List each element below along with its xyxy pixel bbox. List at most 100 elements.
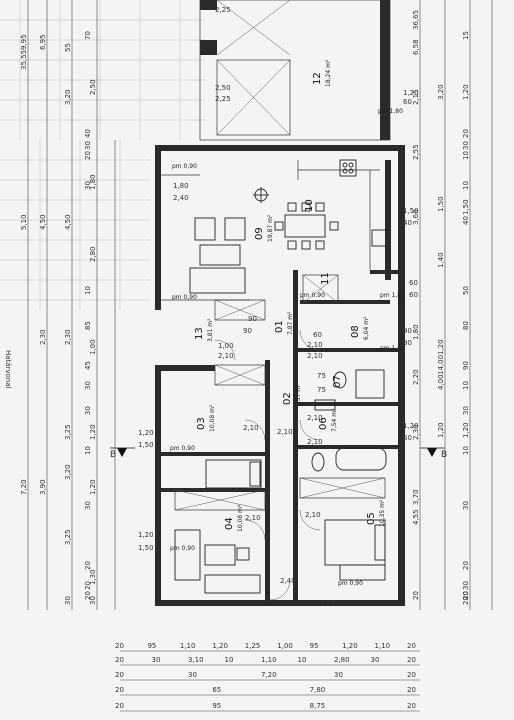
room-area: 19,87 m² [267,214,274,242]
room-number: 05 [366,512,377,525]
pm-label: pm 1,80 [380,292,405,299]
dimension-label: 95 [310,642,319,650]
opening-label: 2,10 [245,514,261,522]
dimension-label: 30 [188,671,197,679]
opening-label: 2,25 [215,95,231,103]
dimension-label: 3,60 [412,209,420,225]
room-number: 04 [224,517,235,530]
dimension-label: 50 [462,286,470,295]
dimension-label: 30 [462,406,470,415]
dimension-label: 14,00 [437,355,445,375]
dimension-label: 1,80 [89,174,97,190]
dimension-label: 45 [84,361,92,370]
dimension-label: 4,00 [437,374,445,390]
section-label-right: B [441,450,447,460]
dimension-label: 80 [462,321,470,330]
opening-label: 1,50 [403,207,419,215]
opening-label: 1,20 [138,531,154,539]
room-area: 10,35 m² [379,499,386,527]
dimension-label: 4,55 [412,509,420,525]
opening-label: 2,10 [218,352,234,360]
dimension-label: 9,95 [20,34,28,50]
dimension-label: 20 [115,656,124,664]
dimension-label: 30 [334,671,343,679]
dimension-label: 2,50 [89,79,97,95]
dimension-label: 20 [115,686,124,694]
dimension-label: 1,25 [245,642,261,650]
dimension-label: 7,20 [261,671,277,679]
room-number: 03 [196,417,207,430]
dimension-label: 20 [412,591,420,600]
dimension-label: 20 [84,581,92,590]
dimension-label: 1,20 [437,422,445,438]
dimension-label: 36,65 [412,10,420,30]
dimension-label: 20 [407,686,416,694]
opening-label: 2,10 [243,424,259,432]
dimension-label: 30 [462,141,470,150]
dimension-label: 30 [84,381,92,390]
dimension-labels: 35,559,955,107,206,954,502,303,90553,204… [20,10,470,710]
dimension-label: 8,75 [310,702,326,710]
opening-label: 1,50 [138,441,154,449]
dimension-label: 35,55 [20,50,28,70]
dimension-label: 10 [462,151,470,160]
dimension-label: 3,90 [39,479,47,495]
opening-label: 1,20 [403,422,419,430]
dimension-label: 1,20 [342,642,358,650]
room-area: 7,54 m² [331,408,338,432]
dimension-label: 3,20 [437,84,445,100]
dimension-label: 2,30 [39,329,47,345]
dimension-label: 20 [407,671,416,679]
dimension-label: 30 [84,501,92,510]
dimension-label: 10 [84,286,92,295]
room-area: 10,08 m² [209,404,216,432]
pm-label: pm 1,80 [380,345,405,352]
dimension-label: 30 [152,656,161,664]
opening-label: 2,10 [305,511,321,519]
outbuilding [199,0,391,141]
opening-label: 60 [403,434,412,442]
pm-label: pm 1,80 [378,108,403,115]
dimension-label: 1,80 [412,324,420,340]
dimension-label: 1,50 [462,199,470,215]
dimension-label: 70 [84,31,92,40]
dimension-label: 55 [64,43,72,52]
dimension-label: 2,20 [412,369,420,385]
opening-labels: 2,252,502,251,802,401,50401,002,102,102,… [138,6,419,607]
room-number: 11 [320,272,331,285]
dimension-label: 95 [147,642,156,650]
dimension-label: 10 [298,656,307,664]
dimension-label: 20 [407,702,416,710]
dimension-label: 6,95 [39,34,47,50]
opening-label: 2,50 [215,84,231,92]
dimension-label: 1,20 [462,422,470,438]
dimension-label: 20 [407,656,416,664]
dimension-label: 40 [84,129,92,138]
dimension-label: 20 [115,642,124,650]
dimension-label: 3,20 [64,89,72,105]
dimension-label: 3,70 [412,489,420,505]
opening-label: 60 [403,98,412,106]
opening-label: 40 [403,219,412,227]
room-area: 18,24 m² [325,59,332,87]
dimension-label: 3,10 [188,656,204,664]
dimension-label: 10 [225,656,234,664]
dimension-label: 1,10 [180,642,196,650]
dimension-label: 30 [84,406,92,415]
opening-label: 1,50 [320,599,336,607]
opening-label: 2,10 [307,341,323,349]
opening-label: 90 [403,327,412,335]
room-number: 08 [350,325,361,338]
dimension-label: 40 [462,216,470,225]
dimension-label: 7,20 [20,479,28,495]
pm-label: pm 0,90 [338,580,363,587]
opening-label: 1,00 [218,342,234,350]
dimension-label: 65 [212,686,221,694]
opening-label: 75 [317,386,326,394]
dimension-label: 2,80 [334,656,350,664]
room-area: 7,57 m² [295,383,302,407]
opening-label: 2,10 [307,352,323,360]
dimension-lines [27,0,493,712]
pm-label: pm 0,90 [170,445,195,452]
